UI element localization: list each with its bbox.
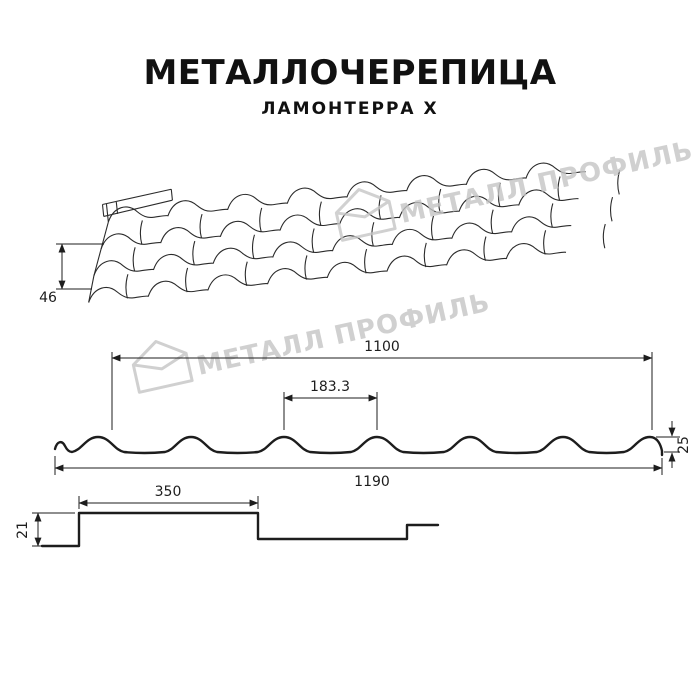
watermark-text: МЕТАЛЛ ПРОФИЛЬ (194, 288, 493, 382)
watermark-text: МЕТАЛЛ ПРОФИЛЬ (397, 136, 696, 230)
watermark-middle: МЕТАЛЛ ПРОФИЛЬ (131, 288, 493, 394)
dim-label-1190: 1190 (354, 474, 390, 490)
dimension-module-length: 350 (78, 484, 259, 509)
dimension-profile-height: 25 (656, 421, 692, 468)
tile-cross-section-profile (53, 435, 664, 457)
brand-house-logo-icon (131, 340, 194, 394)
dimension-wave-pitch: 183.3 (283, 379, 378, 430)
dim-label-1100: 1100 (364, 339, 400, 355)
roof-perspective-view (88, 162, 621, 303)
page-subtitle: ЛАМОНТЕРРА X (261, 99, 438, 119)
dim-label-25: 25 (676, 436, 692, 454)
dimension-step-height: 21 (15, 512, 75, 547)
dim-label-183: 183.3 (310, 379, 350, 395)
extension-lines (111, 352, 653, 430)
page-title: МЕТАЛЛОЧЕРЕПИЦА (143, 53, 556, 93)
roof-ridge-cap (101, 188, 173, 217)
tile-step-profile (40, 511, 440, 548)
dim-label-350: 350 (155, 484, 182, 500)
extension-lines (656, 436, 680, 453)
dimension-edge-height: 46 (39, 243, 104, 306)
cross-section-view: 1100 183.3 25 1190 (53, 339, 692, 490)
dim-label-46: 46 (39, 290, 57, 306)
watermark-top: МЕТАЛЛ ПРОФИЛЬ (334, 136, 696, 242)
brand-house-logo-icon (334, 188, 397, 242)
extension-lines (54, 456, 663, 475)
dim-label-21: 21 (15, 521, 31, 539)
roof-tile-step-lines (125, 170, 621, 299)
dimension-overall-width: 1190 (54, 456, 663, 490)
dimension-cover-width: 1100 (111, 339, 653, 430)
step-profile-view: 350 21 (15, 484, 440, 548)
